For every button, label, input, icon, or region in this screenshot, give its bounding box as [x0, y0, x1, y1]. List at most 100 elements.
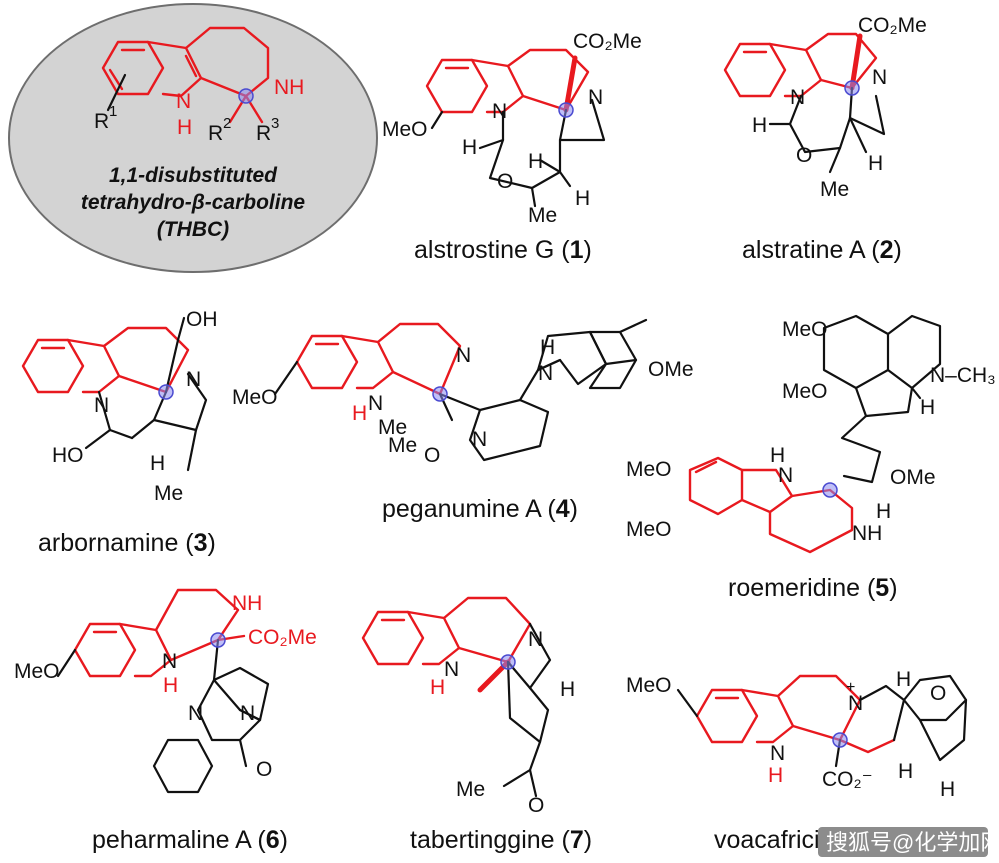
thbc-r1-label: R	[94, 110, 109, 133]
thbc-r3-label: R	[256, 122, 271, 145]
c7-n: N	[528, 628, 543, 651]
caption-5-name: roemeridine (	[728, 574, 876, 602]
watermark-background	[818, 827, 988, 857]
caption-4: peganumine A (4)	[382, 495, 578, 523]
thbc-title-line3: (THBC)	[157, 218, 229, 241]
c4-n1: N	[368, 392, 383, 415]
c6-meo: MeO	[14, 660, 60, 683]
c5-h1: H	[920, 396, 935, 419]
c2-me: Me	[820, 178, 849, 201]
c5-n-top: N	[778, 464, 793, 487]
caption-1-close: )	[584, 236, 592, 264]
stereocenter-marker	[238, 88, 254, 104]
svg-text:alstrostine G (1): alstrostine G (1)	[414, 236, 592, 264]
c4-n3: N	[472, 428, 487, 451]
watermark-text: 搜狐号@化学加网	[826, 830, 999, 855]
c1-co2me: CO₂Me	[573, 30, 642, 53]
c7-nh-n: N	[444, 658, 459, 681]
c3-h: H	[150, 452, 165, 475]
thbc-title-line1: 1,1-disubstituted	[109, 164, 278, 187]
caption-4-close: )	[570, 495, 578, 523]
thbc-r2-label: R	[208, 122, 223, 145]
c2-h1: H	[752, 114, 767, 137]
caption-5: roemeridine (5)	[728, 574, 898, 602]
c5-meo2: MeO	[782, 380, 828, 403]
caption-1-number: 1	[570, 236, 584, 264]
c3-me: Me	[154, 482, 183, 505]
compound-1-structure: CO₂Me MeO N N H H O H Me	[382, 30, 642, 227]
compound-7-structure: N N H H Me O	[361, 596, 575, 817]
c4-me2: Me	[388, 434, 417, 457]
caption-6-close: )	[280, 826, 288, 854]
c2-n2: N	[872, 66, 887, 89]
c5-meo3: MeO	[626, 458, 672, 481]
c1-h2: H	[528, 150, 543, 173]
compound-8-structure: MeO N + O H N H CO₂⁻ H H	[626, 668, 968, 801]
caption-6-number: 6	[266, 826, 280, 854]
c7-h-red: H	[430, 676, 445, 699]
c1-me: Me	[528, 204, 557, 227]
compound-6-structure: NH CO₂Me MeO N H N N O	[14, 588, 317, 794]
c1-n1: N	[492, 100, 507, 123]
c8-n: N	[770, 742, 785, 765]
caption-7-number: 7	[570, 826, 584, 854]
c1-h3: H	[575, 187, 590, 210]
thbc-r3-sup: 3	[271, 115, 279, 132]
c1-n2: N	[588, 86, 603, 109]
c2-co2me: CO₂Me	[858, 14, 927, 37]
caption-7: tabertinggine (7)	[410, 826, 592, 854]
caption-1: alstrostine G (1)	[414, 236, 592, 264]
svg-text:peharmaline A (6): peharmaline A (6)	[92, 826, 288, 854]
svg-text:roemeridine (5): roemeridine (5)	[728, 574, 898, 602]
caption-2-number: 2	[880, 236, 894, 264]
caption-8-name: voacafrici	[714, 826, 820, 854]
c8-o: O	[930, 682, 946, 705]
thbc-title-line2: tetrahydro-β-carboline	[81, 191, 306, 214]
c2-o: O	[796, 144, 812, 167]
c5-nch3: N–CH₃	[930, 364, 996, 387]
c7-o: O	[528, 794, 544, 817]
c8-h1: H	[896, 668, 911, 691]
c5-nh: NH	[852, 522, 882, 545]
c8-meo: MeO	[626, 674, 672, 697]
watermark: 搜狐号@化学加网	[818, 827, 999, 857]
caption-2-close: )	[893, 236, 901, 264]
c4-n2: N	[456, 344, 471, 367]
svg-text:arbornamine (3): arbornamine (3)	[38, 529, 216, 557]
c5-ome: OMe	[890, 466, 936, 489]
caption-3: arbornamine (3)	[38, 529, 216, 557]
c4-n4: N	[538, 362, 553, 385]
caption-6-name: peharmaline A (	[92, 826, 266, 854]
c7-h: H	[560, 678, 575, 701]
c8-nplus: N	[848, 692, 863, 715]
caption-3-name: arbornamine (	[38, 529, 194, 557]
c6-n1: N	[162, 650, 177, 673]
caption-4-name: peganumine A (	[382, 495, 556, 523]
c6-o: O	[256, 758, 272, 781]
svg-text:tabertinggine (7): tabertinggine (7)	[410, 826, 592, 854]
svg-text:peganumine A (4): peganumine A (4)	[382, 495, 578, 523]
svg-text:alstratine A (2): alstratine A (2)	[742, 236, 902, 264]
c5-meo1: MeO	[782, 318, 828, 341]
caption-7-name: tabertinggine (	[410, 826, 571, 854]
c2-h2: H	[868, 152, 883, 175]
c8-plus: +	[846, 679, 855, 696]
c1-h1: H	[462, 136, 477, 159]
thbc-nh-label: NH	[274, 76, 304, 99]
thbc-h-label: H	[177, 116, 192, 139]
c8-h2: H	[898, 760, 913, 783]
caption-5-number: 5	[875, 574, 889, 602]
c6-co2me: CO₂Me	[248, 626, 317, 649]
compound-3-structure: OH N N HO H Me	[21, 308, 218, 505]
caption-8: voacafrici	[714, 826, 820, 854]
c4-o: O	[424, 444, 440, 467]
c6-n3: N	[240, 702, 255, 725]
c8-co2: CO₂⁻	[822, 768, 873, 791]
c8-h3: H	[940, 778, 955, 801]
c3-ho: HO	[52, 444, 84, 467]
caption-4-number: 4	[556, 495, 570, 523]
c4-h2: H	[540, 336, 555, 359]
c4-h-red: H	[352, 402, 367, 425]
c6-nh: NH	[232, 592, 262, 615]
